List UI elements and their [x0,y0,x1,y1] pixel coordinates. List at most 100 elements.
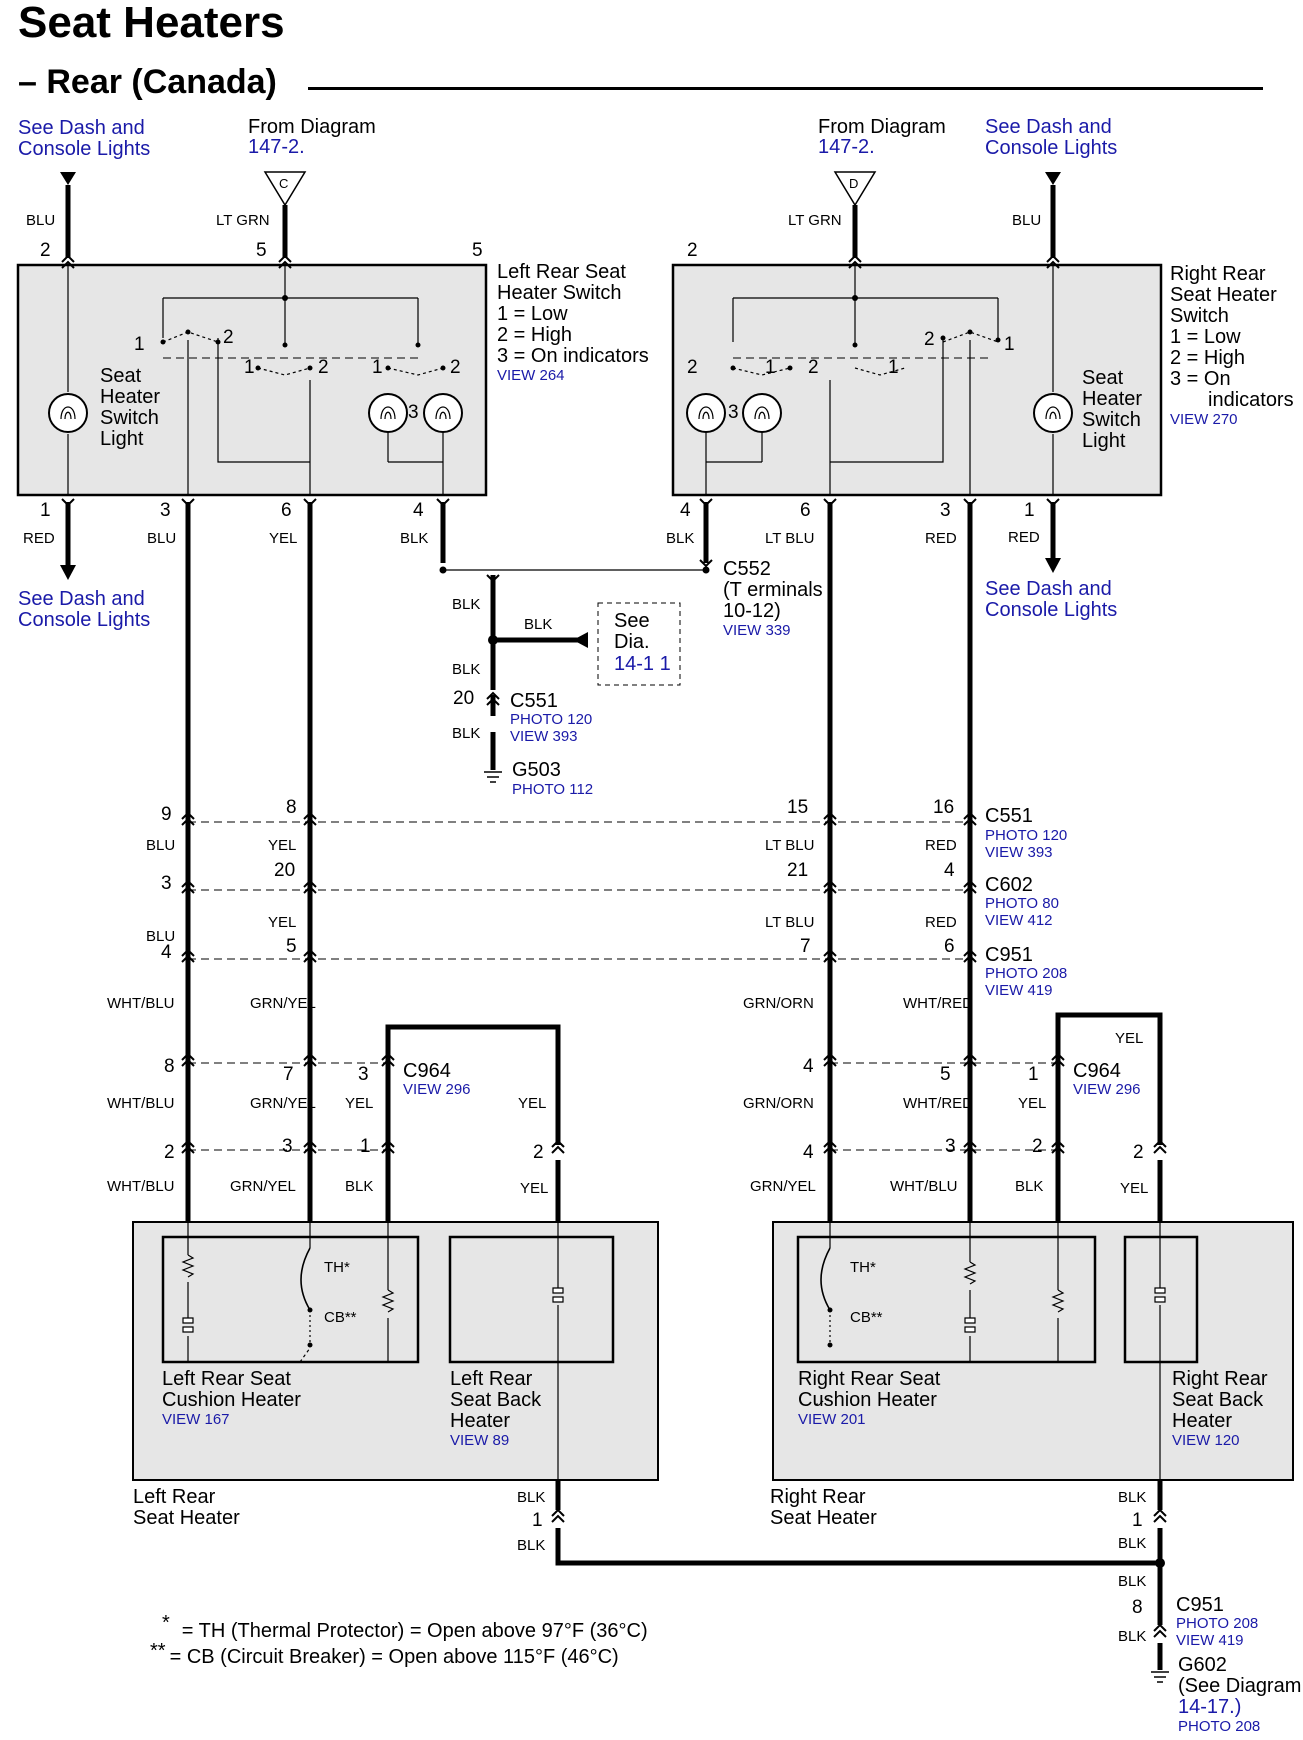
right-back-label-1: Right Rear [1172,1368,1268,1390]
left-switch-name-1: Left Rear Seat [497,261,626,283]
pin-number: 4 [803,1142,814,1163]
pin-number: 1 [1132,1510,1143,1531]
wire-color-code: YEL [520,1180,548,1197]
pin-number: 4 [944,860,955,881]
c602-photo: PHOTO 80 [985,895,1059,912]
console-lights-ref-tl: Console Lights [18,138,150,160]
right-switch-name-3: Switch [1170,305,1229,327]
arrow-left-icon [573,632,588,648]
pin-number: 1 [372,357,383,378]
left-light-label-4: Light [100,428,144,450]
pin-number: 2 [687,240,698,261]
pin-number: 2 [223,327,234,348]
pin-number: 5 [256,240,267,261]
pin-number: 9 [161,804,172,825]
pin-number: 6 [281,500,292,521]
connector-dash-lines [163,357,1058,1151]
c551-photo: PHOTO 120 [985,827,1067,844]
c964-left-label: C964 [403,1060,451,1082]
see-dash-ref-br: See Dash and [985,578,1112,600]
wire-color-code: RED [23,530,55,547]
console-lights-ref-bl: Console Lights [18,609,150,631]
c551-view: VIEW 393 [985,844,1053,861]
pin-number: 3 [160,500,171,521]
c951-bottom-photo: PHOTO 208 [1176,1615,1258,1632]
pin-number: 6 [800,500,811,521]
wire-color-code: BLK [524,616,552,633]
c951-photo: PHOTO 208 [985,965,1067,982]
wire-color-code: RED [925,837,957,854]
pin-number: 21 [787,860,808,881]
wire-color-code: RED [925,914,957,931]
pin-number: 15 [787,797,808,818]
right-switch-pos-1: 1 = Low [1170,326,1241,348]
wire-color-code: BLK [452,725,480,742]
pin-number: 1 [1024,500,1035,521]
pin-number: 2 [687,357,698,378]
left-heater-label-1: Left Rear [133,1486,216,1508]
pin-number: 1 [1004,334,1015,355]
dia-ref-1411: 14-1 1 [614,653,671,675]
left-cushion-box [161,1235,420,1364]
g602-label: G602 [1178,1654,1227,1676]
pin-number: 4 [680,500,691,521]
wire-color-code: GRN/ORN [743,995,814,1012]
wire-color-code: BLU [146,928,175,945]
wire-color-code: WHT/BLU [107,1095,175,1112]
pin-number: 1 [888,357,899,378]
wire-color-code: GRN/ORN [743,1095,814,1112]
pin-number: 7 [283,1064,294,1085]
title-rule [308,87,1263,90]
pin-number: 2 [533,1142,544,1163]
right-switch-name-2: Seat Heater [1170,284,1277,306]
pin-number: 3 [358,1064,369,1085]
pin-number: 4 [803,1056,814,1077]
wire-color-code: BLK [517,1537,545,1554]
pin-number: 3 [728,402,739,423]
wire-color-code: GRN/YEL [750,1178,816,1195]
right-light-label-4: Light [1082,430,1126,452]
wire-color-code: BLK [400,530,428,547]
c552-label-3: 10-12) [723,600,781,622]
wire-color-code: YEL [268,837,296,854]
cb-footnote: **= CB (Circuit Breaker) = Open above 11… [150,1640,619,1669]
left-cushion-label-1: Left Rear Seat [162,1368,291,1390]
left-switch-pos-1: 1 = Low [497,303,568,325]
right-cushion-label-2: Cushion Heater [798,1389,937,1411]
right-switch-pos-2: 2 = High [1170,347,1245,369]
right-cushion-view: VIEW 201 [798,1411,866,1428]
pin-number: 1 [360,1136,371,1157]
g602-note-1: (See Diagram [1178,1675,1301,1697]
left-switch-view: VIEW 264 [497,367,565,384]
th-footnote-text: = TH (Thermal Protector) = Open above 97… [181,1620,648,1642]
left-cushion-label-2: Cushion Heater [162,1389,301,1411]
see-dia-box [597,602,681,686]
wire-color-code: YEL [268,914,296,931]
c602-label: C602 [985,874,1033,896]
c551-ground-photo: PHOTO 120 [510,711,592,728]
from-diagram-right: From Diagram [818,116,946,138]
wire-color-code: BLK [452,661,480,678]
pin-number: 2 [318,357,329,378]
cb-footnote-text: = CB (Circuit Breaker) = Open above 115°… [169,1646,619,1668]
see-dia-label: See [614,610,650,632]
pin-number: 5 [472,240,483,261]
left-cushion-view: VIEW 167 [162,1411,230,1428]
c552-label-2: (T erminals [723,579,823,601]
g503-label: G503 [512,759,561,781]
left-switch-pos-3: 3 = On indicators [497,345,649,367]
terminal-c-triangle [263,171,307,207]
pin-number: 20 [274,860,295,881]
wire-color-code: LT GRN [788,212,842,229]
pin-number: 4 [413,500,424,521]
c951-view: VIEW 419 [985,982,1053,999]
wire-color-code: WHT/RED [903,1095,973,1112]
left-switch-box [16,263,488,497]
c551-ground-view: VIEW 393 [510,728,578,745]
wire-color-code: LT BLU [765,530,814,547]
wire-color-code: YEL [345,1095,373,1112]
wire-color-code: BLU [146,837,175,854]
dia-label: Dia. [614,631,650,653]
pin-number: 1 [765,357,776,378]
wire-color-labels: BLU LT GRN LT GRN BLU RED BLU YEL BLK BL… [23,212,1148,1645]
